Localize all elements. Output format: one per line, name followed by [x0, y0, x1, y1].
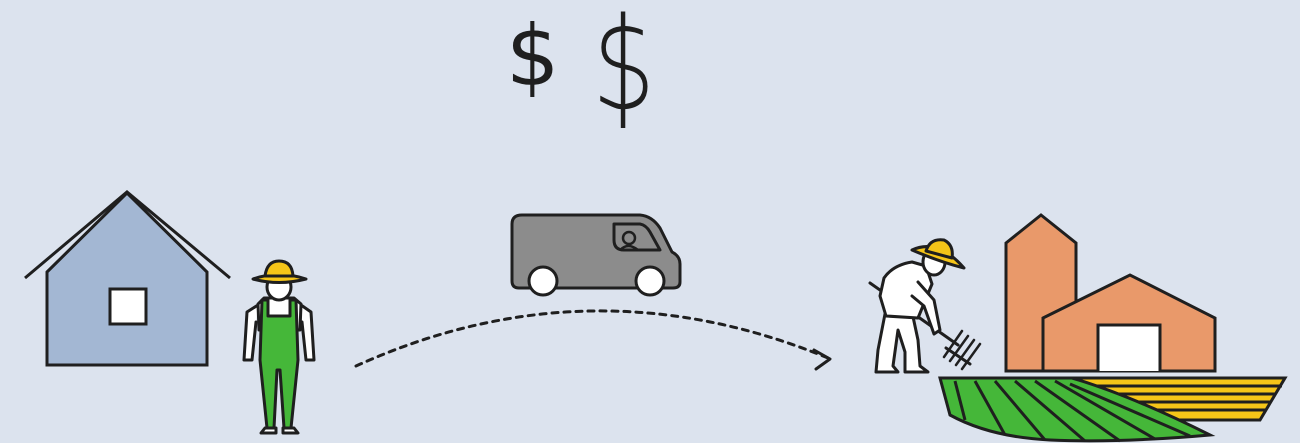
van-icon [512, 215, 680, 295]
farm-worker-icon [870, 240, 980, 372]
house-icon [25, 192, 230, 365]
field-icon [940, 378, 1285, 441]
dollar-sign-large: $ [592, 2, 656, 130]
dollar-icon: $ $ [496, 2, 676, 142]
dotted-arrow [356, 311, 830, 369]
farmer-icon [244, 261, 314, 433]
barn-icon [1006, 215, 1215, 371]
dollar-sign-small: $ [506, 14, 559, 98]
